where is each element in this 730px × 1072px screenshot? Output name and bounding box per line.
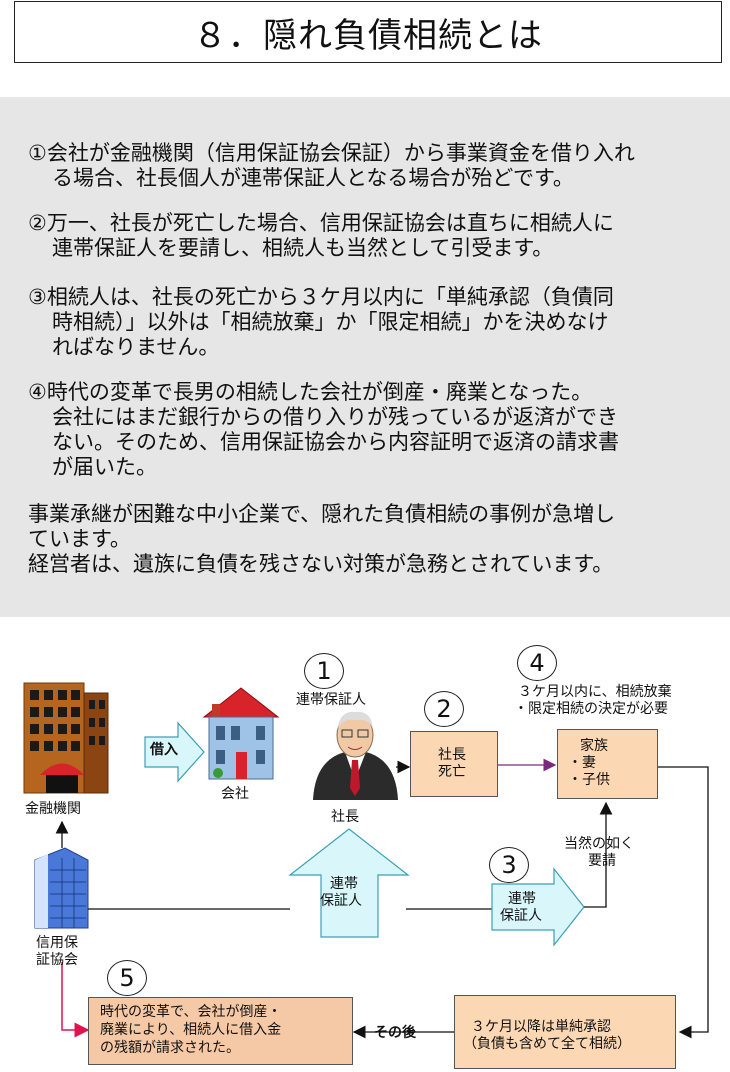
result-line-3: の残額が請求された。 — [100, 1040, 240, 1057]
step-5-circle: 5 — [107, 960, 147, 996]
note4-line-1: ３ケ月以内に、相続放棄 — [518, 684, 672, 701]
president-death-box: 社長 死亡 — [410, 731, 498, 797]
result-line-2: 廃業により、相続人に借入金 — [100, 1022, 281, 1039]
after3-line-2: （負債も含めて全て相続） — [463, 1036, 631, 1053]
after-label: その後 — [374, 1025, 416, 1042]
after3-line-1: ３ケ月以降は単純承認 — [471, 1019, 611, 1036]
president-label: 社長 — [331, 809, 359, 826]
death-label-1: 社長 — [438, 747, 466, 764]
right-arrow-label-1: 連帯 — [508, 891, 536, 908]
guarantee-label-2: 証協会 — [36, 952, 78, 969]
step-1-number: 1 — [316, 657, 331, 685]
step-3-circle: 3 — [489, 847, 529, 883]
borrow-label: 借入 — [150, 742, 178, 759]
guarantee-building-icon — [35, 848, 88, 928]
step-2-circle: 2 — [424, 691, 464, 727]
family-box: 家族 ・妻 ・子供 — [557, 729, 658, 799]
bank-label: 金融機関 — [25, 801, 81, 818]
result-line-1: 時代の変革で、会社が倒産・ — [100, 1004, 281, 1021]
step-4-number: 4 — [529, 649, 544, 677]
up-arrow-label-1: 連帯 — [330, 876, 358, 893]
family-label-2: ・妻 — [568, 755, 596, 772]
request-line-2: 要請 — [588, 853, 616, 870]
step-5-number: 5 — [119, 964, 134, 992]
step-4-circle: 4 — [517, 645, 557, 681]
right-arrow-label-2: 保証人 — [500, 908, 542, 925]
request-line-1: 当然の如く — [564, 836, 634, 853]
result-box: 時代の変革で、会社が倒産・ 廃業により、相続人に借入金 の残額が請求された。 — [88, 997, 353, 1065]
up-arrow-label-2: 保証人 — [320, 893, 362, 910]
note4-line-2: ・限定相続の決定が必要 — [514, 701, 668, 718]
after-three-months-box: ３ケ月以降は単純承認 （負債も含めて全て相続） — [454, 995, 676, 1069]
step-3-number: 3 — [501, 851, 516, 879]
guarantee-label-1: 信用保 — [36, 935, 78, 952]
bank-building-icon — [24, 683, 108, 793]
president-figure-icon — [313, 712, 398, 800]
death-label-2: 死亡 — [438, 764, 466, 781]
company-label: 会社 — [221, 786, 249, 803]
family-label-1: 家族 — [580, 738, 608, 755]
family-label-3: ・子供 — [568, 772, 610, 789]
step-2-number: 2 — [436, 695, 451, 723]
company-house-icon — [204, 688, 278, 779]
joint-guarantor-label: 連帯保証人 — [296, 692, 366, 709]
step-1-circle: 1 — [304, 653, 344, 689]
